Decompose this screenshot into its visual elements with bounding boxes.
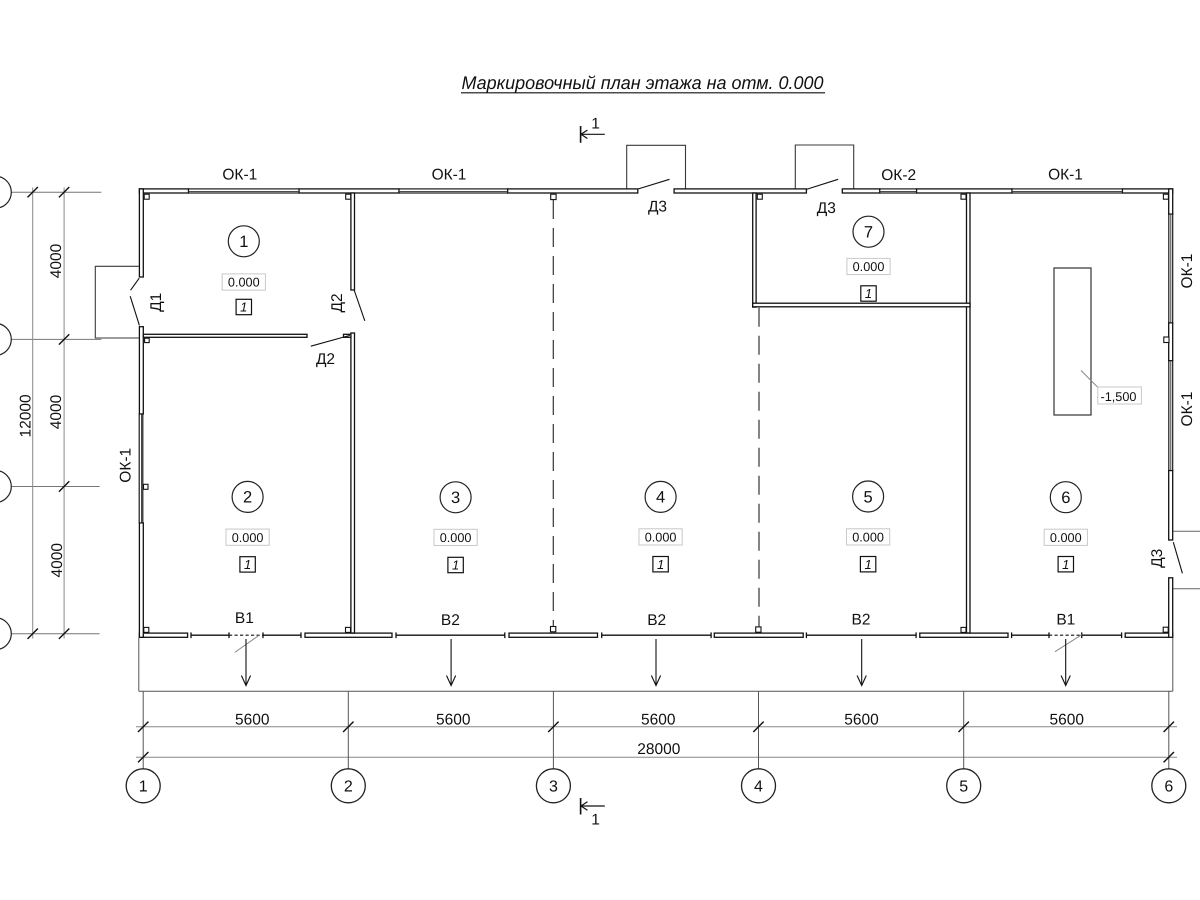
svg-text:В1: В1 bbox=[235, 610, 254, 627]
svg-text:1: 1 bbox=[591, 812, 600, 829]
svg-text:Д3: Д3 bbox=[1149, 549, 1166, 568]
svg-text:Д2: Д2 bbox=[329, 293, 346, 312]
svg-text:5600: 5600 bbox=[436, 711, 471, 728]
svg-text:1: 1 bbox=[452, 558, 459, 573]
svg-text:1: 1 bbox=[591, 115, 600, 132]
svg-text:2: 2 bbox=[243, 489, 252, 507]
svg-text:1: 1 bbox=[240, 300, 247, 315]
svg-text:В2: В2 bbox=[647, 612, 666, 629]
svg-text:5600: 5600 bbox=[1049, 711, 1084, 728]
svg-text:1: 1 bbox=[239, 233, 248, 251]
svg-text:1: 1 bbox=[865, 286, 872, 301]
svg-text:ОК-1: ОК-1 bbox=[222, 167, 257, 184]
svg-text:В2: В2 bbox=[852, 612, 871, 629]
svg-text:Маркировочный план этажа на от: Маркировочный план этажа на отм. 0.000 bbox=[462, 72, 825, 93]
svg-text:-1,500: -1,500 bbox=[1101, 390, 1137, 404]
svg-text:ОК-1: ОК-1 bbox=[432, 166, 467, 183]
svg-text:3: 3 bbox=[549, 779, 558, 796]
svg-text:ОК-1: ОК-1 bbox=[117, 448, 134, 483]
svg-text:ОК-1: ОК-1 bbox=[1179, 392, 1196, 427]
svg-text:0.000: 0.000 bbox=[853, 260, 885, 274]
svg-text:4000: 4000 bbox=[48, 394, 65, 429]
svg-text:28000: 28000 bbox=[637, 741, 680, 758]
svg-text:0.000: 0.000 bbox=[440, 531, 472, 545]
svg-text:0.000: 0.000 bbox=[1050, 531, 1082, 545]
svg-text:ОК-2: ОК-2 bbox=[881, 167, 916, 184]
svg-text:5600: 5600 bbox=[235, 711, 270, 728]
svg-text:Д2: Д2 bbox=[316, 351, 335, 368]
svg-text:0.000: 0.000 bbox=[645, 531, 677, 545]
svg-text:ОК-1: ОК-1 bbox=[1048, 167, 1083, 184]
svg-text:1: 1 bbox=[864, 557, 871, 572]
svg-text:В2: В2 bbox=[441, 612, 460, 629]
svg-text:ОК-1: ОК-1 bbox=[1179, 254, 1196, 289]
svg-text:1: 1 bbox=[1062, 557, 1069, 572]
svg-text:1: 1 bbox=[139, 779, 148, 796]
svg-text:0.000: 0.000 bbox=[852, 531, 884, 545]
svg-text:5600: 5600 bbox=[844, 711, 879, 728]
svg-text:Д3: Д3 bbox=[648, 198, 667, 215]
svg-text:6: 6 bbox=[1061, 489, 1070, 507]
svg-text:12000: 12000 bbox=[18, 394, 35, 437]
svg-text:1: 1 bbox=[244, 557, 251, 572]
svg-text:4000: 4000 bbox=[49, 543, 66, 578]
svg-text:4: 4 bbox=[656, 489, 665, 507]
svg-text:Д3: Д3 bbox=[817, 200, 836, 217]
svg-text:5: 5 bbox=[959, 779, 968, 796]
svg-text:7: 7 bbox=[864, 224, 873, 242]
svg-text:Д1: Д1 bbox=[148, 293, 165, 312]
svg-text:6: 6 bbox=[1164, 779, 1173, 796]
svg-text:2: 2 bbox=[344, 779, 353, 796]
svg-text:5600: 5600 bbox=[641, 711, 676, 728]
svg-text:В1: В1 bbox=[1056, 612, 1075, 629]
svg-text:4: 4 bbox=[754, 779, 763, 796]
svg-text:5: 5 bbox=[864, 488, 873, 506]
svg-text:0.000: 0.000 bbox=[232, 531, 264, 545]
svg-text:4000: 4000 bbox=[48, 243, 65, 278]
svg-text:1: 1 bbox=[657, 557, 664, 572]
svg-text:0.000: 0.000 bbox=[228, 276, 260, 290]
svg-text:3: 3 bbox=[451, 489, 460, 507]
